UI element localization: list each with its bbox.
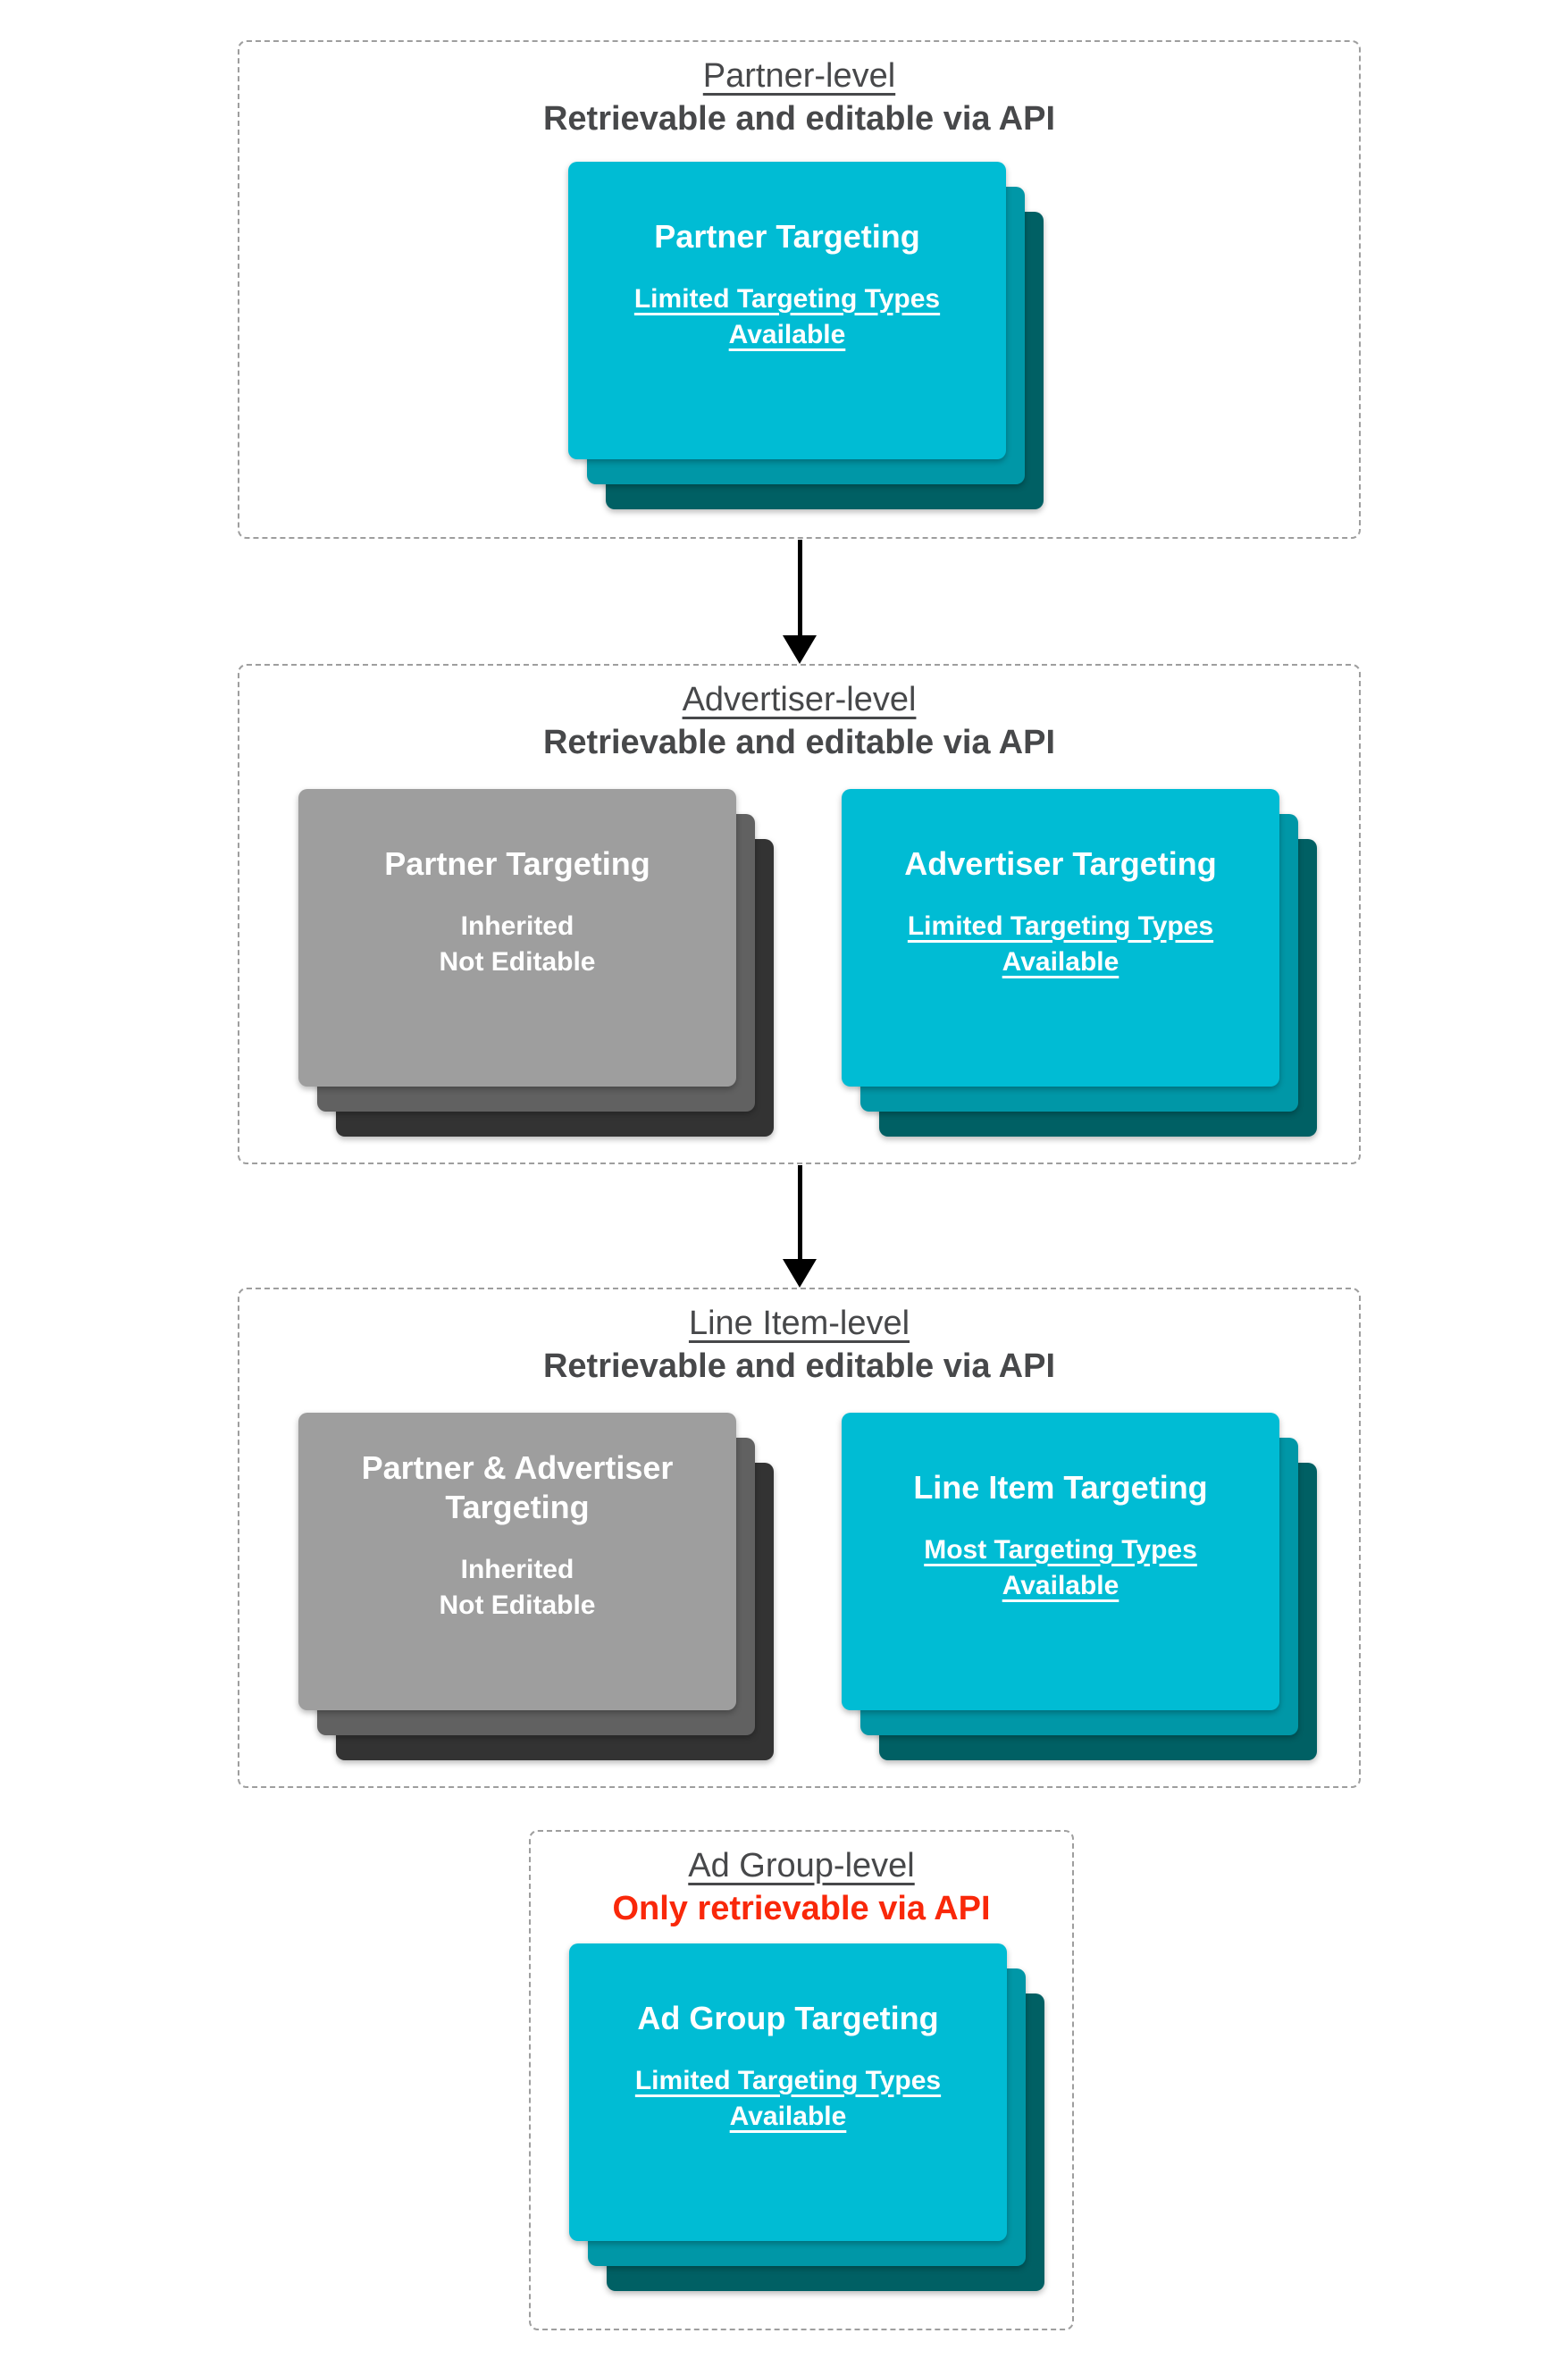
card-stack-line-item-targeting: Line Item Targeting Most Targeting Types… [842, 1413, 1317, 1760]
card-stack-inherited-partner-advertiser-targeting: Partner & Advertiser Targeting Inherited… [298, 1413, 774, 1760]
card-subtitle-line: Not Editable [439, 946, 596, 977]
card-subtitle: Limited Targeting Types Available [635, 2063, 941, 2135]
section-title: Advertiser-level [682, 681, 917, 718]
targeting-card: Partner Targeting Inherited Not Editable [298, 789, 736, 1087]
card-stack-partner-targeting: Partner Targeting Limited Targeting Type… [568, 162, 1044, 509]
card-subtitle-line: Available [728, 319, 846, 349]
arrow-head-icon [783, 1259, 817, 1288]
section-subtitle: Retrievable and editable via API [542, 100, 1056, 138]
card-subtitle-line: Available [1002, 1570, 1119, 1600]
targeting-card: Ad Group Targeting Limited Targeting Typ… [569, 1943, 1007, 2241]
arrow-head-icon [783, 635, 817, 664]
section-subtitle: Retrievable and editable via API [542, 1347, 1056, 1385]
targeting-card: Partner & Advertiser Targeting Inherited… [298, 1413, 736, 1710]
section-line-item-level: Line Item-level Retrievable and editable… [238, 1288, 1361, 1788]
card-stack-inherited-partner-targeting: Partner Targeting Inherited Not Editable [298, 789, 774, 1137]
card-subtitle: Most Targeting Types Available [924, 1532, 1197, 1604]
card-stack-advertiser-targeting: Advertiser Targeting Limited Targeting T… [842, 789, 1317, 1137]
flow-arrow-down [783, 540, 817, 664]
card-subtitle-line: Available [729, 2101, 847, 2131]
section-subtitle: Only retrievable via API [612, 1890, 991, 1927]
card-subtitle-line: Inherited [460, 911, 574, 941]
card-title: Ad Group Targeting [637, 1999, 939, 2036]
card-subtitle-line: Available [1002, 946, 1119, 977]
card-subtitle-line: Not Editable [439, 1590, 596, 1620]
card-subtitle-line: Limited Targeting Types [907, 911, 1214, 941]
card-subtitle: Inherited Not Editable [439, 1552, 595, 1624]
card-subtitle-line: Inherited [460, 1554, 574, 1584]
flow-arrow-down [783, 1165, 817, 1288]
card-subtitle-line: Limited Targeting Types [633, 283, 941, 314]
card-subtitle-line: Most Targeting Types [924, 1534, 1197, 1565]
section-ad-group-level: Ad Group-level Only retrievable via API … [529, 1830, 1074, 2330]
section-partner-level: Partner-level Retrievable and editable v… [238, 40, 1361, 539]
section-advertiser-level: Advertiser-level Retrievable and editabl… [238, 664, 1361, 1164]
section-title: Partner-level [702, 57, 896, 95]
arrow-line [797, 540, 802, 635]
card-title: Line Item Targeting [913, 1468, 1208, 1506]
section-subtitle: Retrievable and editable via API [542, 724, 1056, 761]
card-subtitle: Inherited Not Editable [439, 909, 595, 980]
card-stack-ad-group-targeting: Ad Group Targeting Limited Targeting Typ… [569, 1943, 1044, 2291]
card-subtitle: Limited Targeting Types Available [908, 909, 1213, 980]
card-title: Partner Targeting [654, 217, 920, 255]
targeting-card: Line Item Targeting Most Targeting Types… [842, 1413, 1279, 1710]
section-title: Line Item-level [688, 1305, 910, 1342]
card-title: Partner & Advertiser Targeting [361, 1448, 674, 1525]
card-title: Partner Targeting [384, 844, 650, 882]
section-title: Ad Group-level [688, 1847, 915, 1884]
card-title: Advertiser Targeting [904, 844, 1217, 882]
targeting-card: Partner Targeting Limited Targeting Type… [568, 162, 1006, 459]
card-subtitle-line: Limited Targeting Types [634, 2065, 942, 2095]
targeting-card: Advertiser Targeting Limited Targeting T… [842, 789, 1279, 1087]
arrow-line [797, 1165, 802, 1259]
card-subtitle: Limited Targeting Types Available [634, 281, 940, 353]
